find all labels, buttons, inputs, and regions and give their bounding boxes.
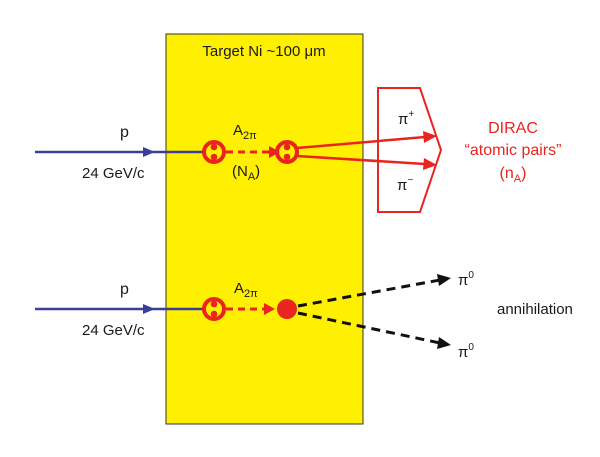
bottom-atom-production-icon xyxy=(202,297,226,321)
annihilation-label: annihilation xyxy=(497,301,573,318)
bottom-beam-arrowhead xyxy=(143,304,155,314)
pi-plus-track xyxy=(296,135,426,150)
pi-plus-label: π+ xyxy=(398,109,414,128)
pi0-lower-track xyxy=(297,311,441,345)
annihilation-point-icon xyxy=(277,299,297,319)
bottom-atom-label: A2π xyxy=(234,280,258,300)
pi-minus-track xyxy=(296,154,426,166)
detector-subtitle: “atomic pairs” xyxy=(465,142,562,159)
bottom-beam-label: p xyxy=(120,281,129,298)
pi0-upper-arrowhead xyxy=(437,274,451,286)
bottom-atom-path-arrowhead xyxy=(264,303,275,315)
top-beam-energy: 24 GeV/c xyxy=(82,165,145,182)
detector-title: DIRAC xyxy=(488,120,538,137)
detector-na-label: (nA) xyxy=(500,165,527,185)
top-na-label: (NA) xyxy=(232,163,260,183)
top-atom-breakup-icon xyxy=(275,140,299,164)
pi-plus-arrowhead xyxy=(423,131,437,143)
dirac-detector-outline xyxy=(377,87,443,213)
pi-minus-arrowhead xyxy=(423,158,437,170)
bottom-beam-energy: 24 GeV/c xyxy=(82,322,145,339)
top-beam-arrowhead xyxy=(143,147,155,157)
top-beam-label: p xyxy=(120,124,129,141)
pi0-lower-arrowhead xyxy=(437,337,451,349)
top-atom-label: A2π xyxy=(233,122,257,142)
pi0-lower-label: π0 xyxy=(458,342,474,361)
target-ni-foil xyxy=(165,33,364,425)
pi0-upper-track xyxy=(297,278,441,308)
target-label: Target Ni ~100 μm xyxy=(202,43,325,60)
top-atom-path-arrowhead xyxy=(269,146,280,158)
pi0-upper-label: π0 xyxy=(458,270,474,289)
pi-minus-label: π− xyxy=(397,175,413,194)
top-atom-production-icon xyxy=(202,140,226,164)
